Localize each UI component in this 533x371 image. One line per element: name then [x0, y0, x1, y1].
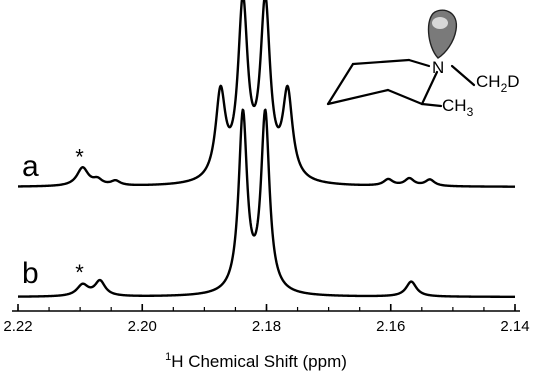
x-tick-label: 2.20	[128, 318, 157, 335]
impurity-marker-a: *	[75, 145, 84, 170]
nitrogen-atom-label: N	[432, 58, 444, 77]
x-tick-label: 2.16	[376, 318, 405, 335]
molecule-structure: N CH2D CH3	[326, 9, 520, 119]
trace-label-a: a	[22, 150, 39, 183]
x-tick-label: 2.22	[3, 318, 32, 335]
x-axis-ticks: 2.22 2.20 2.18 2.16 2.14	[3, 304, 530, 335]
impurity-marker-b: *	[75, 260, 84, 285]
ch3-group-label: CH3	[442, 96, 474, 119]
lone-pair-highlight	[432, 17, 448, 29]
trace-b-line	[17, 108, 516, 298]
x-tick-label: 2.14	[500, 318, 529, 335]
x-axis-label: 1H Chemical Shift (ppm)	[165, 351, 347, 371]
ch2d-group-label: CH2D	[476, 72, 520, 95]
piperidine-ring	[326, 58, 476, 108]
x-tick-label: 2.18	[252, 318, 281, 335]
x-axis-label-text: H Chemical Shift (ppm)	[171, 352, 347, 371]
x-axis-label-superscript: 1	[165, 351, 171, 363]
trace-a-line	[17, 0, 516, 188]
trace-label-b: b	[22, 257, 39, 290]
